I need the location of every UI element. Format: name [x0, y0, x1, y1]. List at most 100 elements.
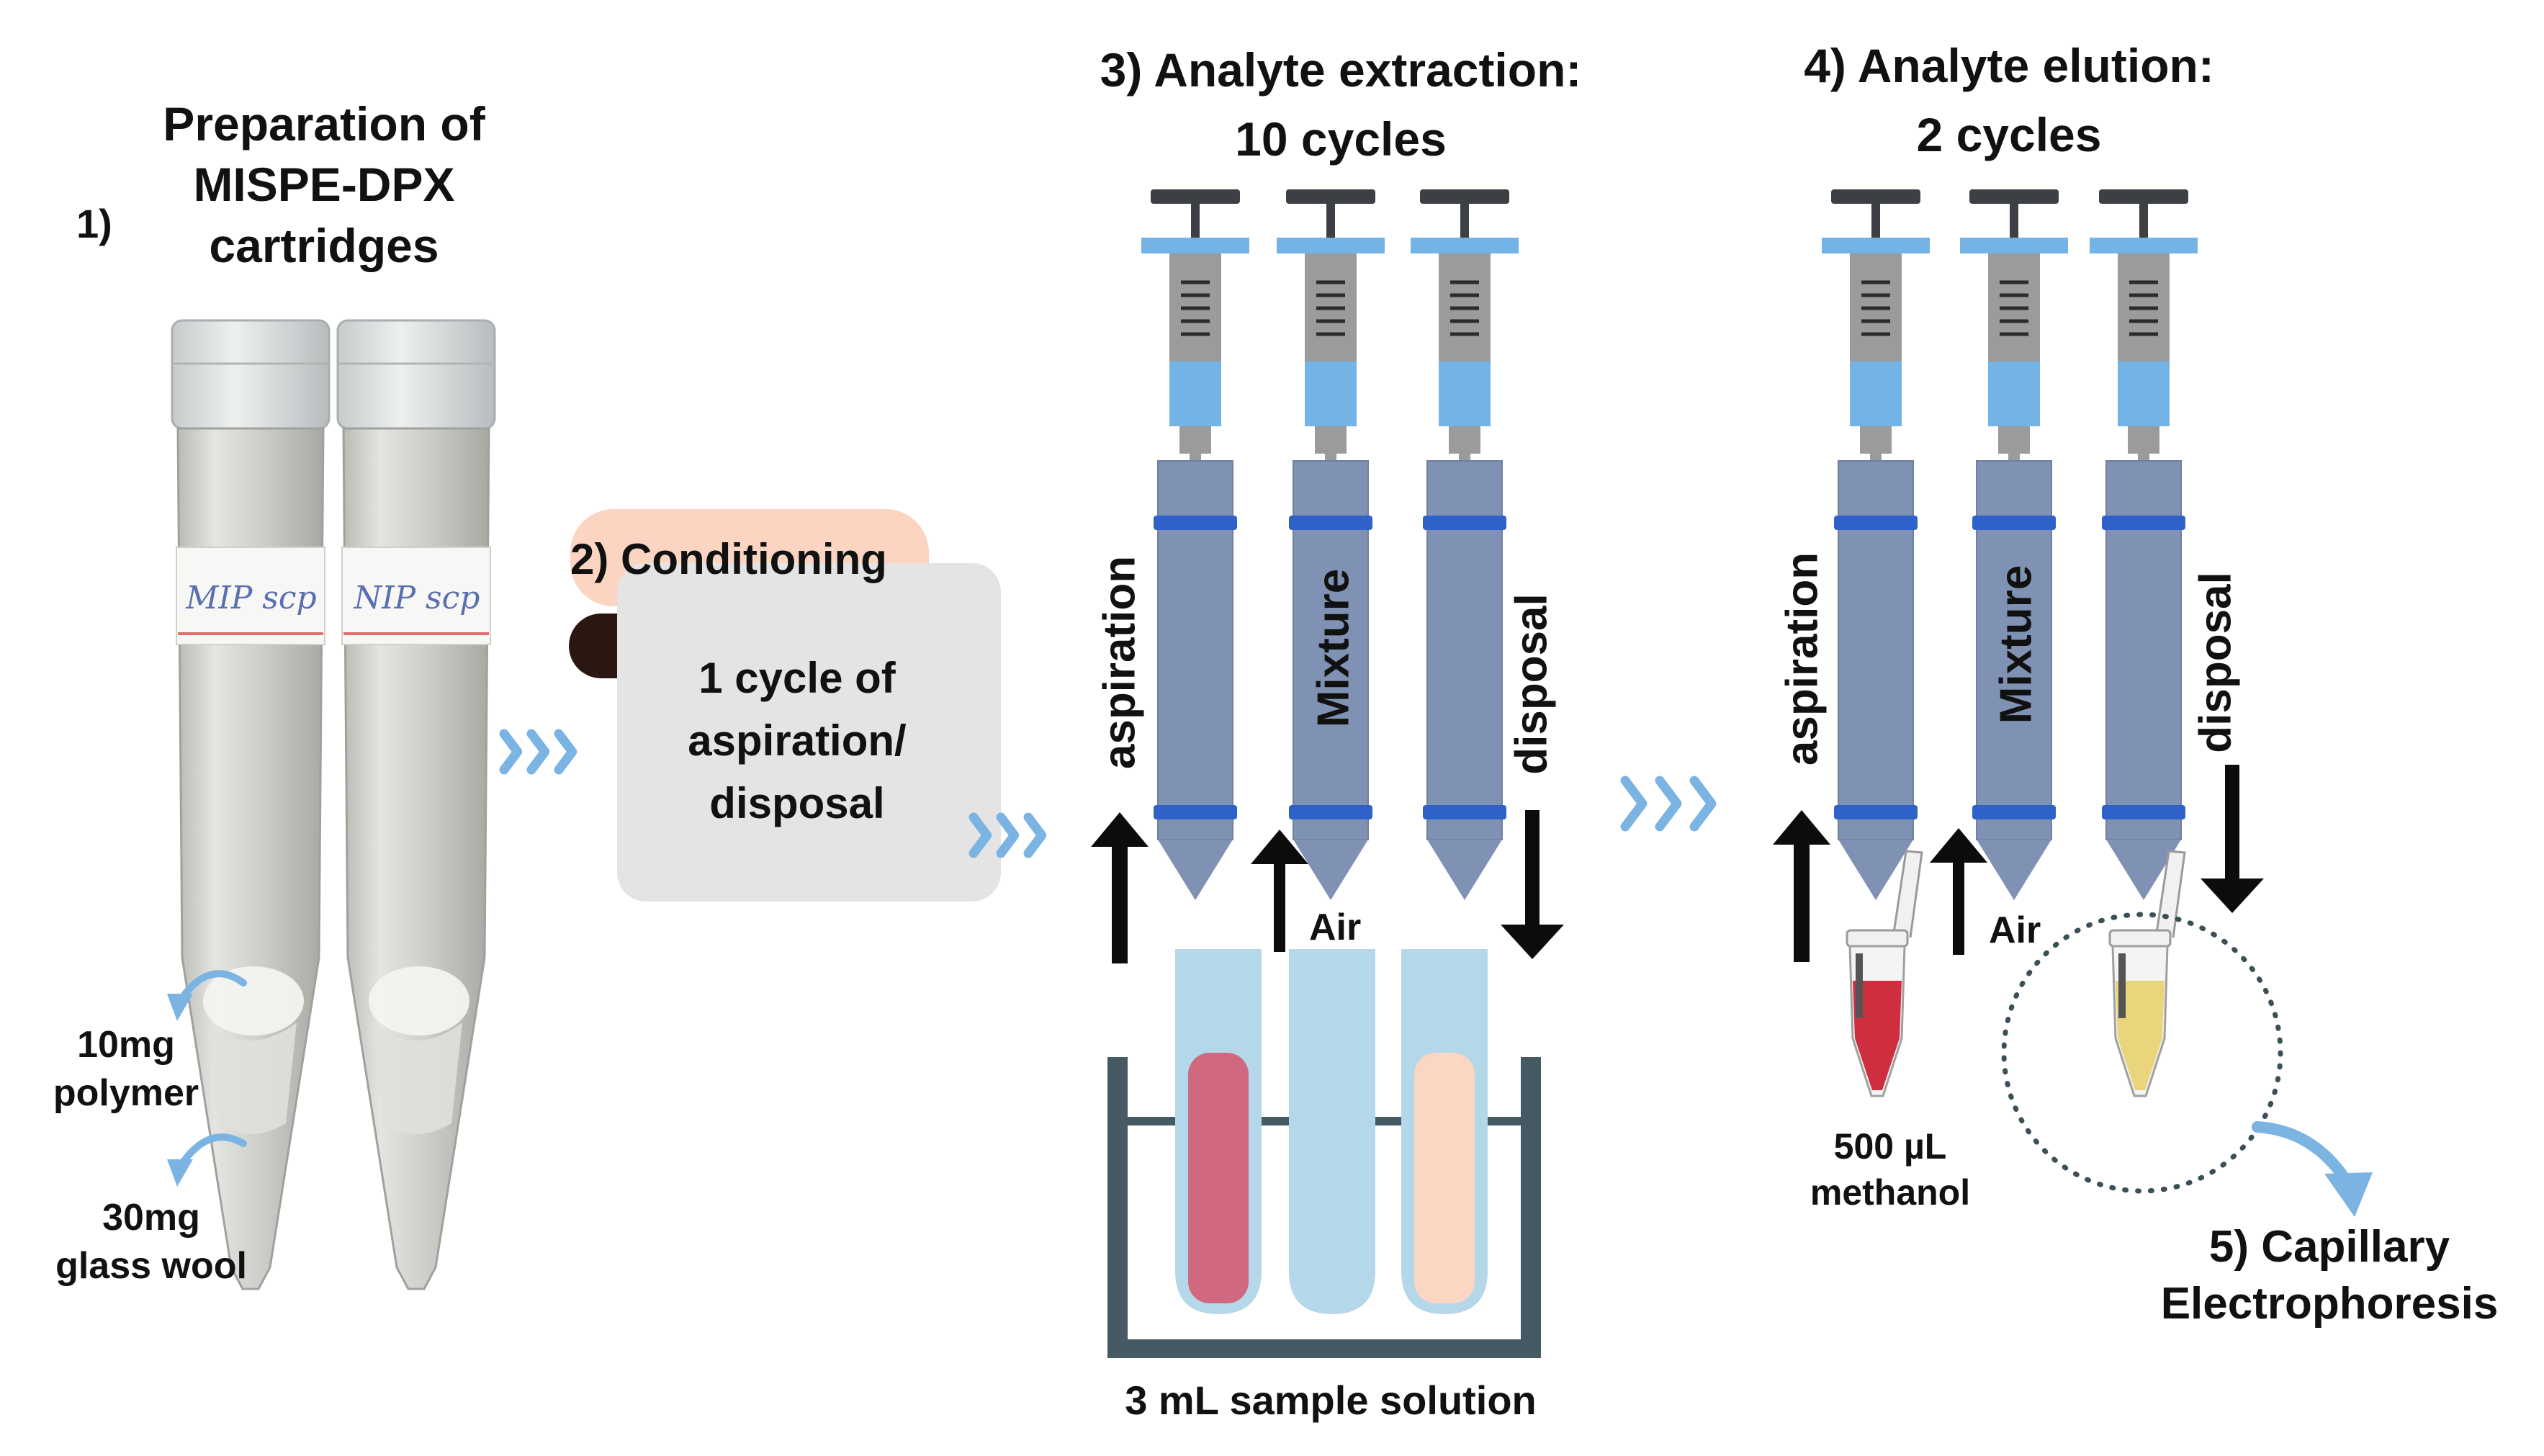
chevron-mark: [1023, 812, 1047, 858]
extraction-syringe-2: [1277, 189, 1385, 900]
syringe-plunger-rod: [1191, 204, 1200, 240]
arrow-shaft: [1112, 841, 1128, 963]
syringe-hub: [1449, 426, 1480, 454]
syringe-flange: [1822, 238, 1930, 253]
dpx-upper-band: [1423, 516, 1506, 530]
chevrons-step1-to-step2: [499, 729, 577, 775]
dpx-lower-band: [1972, 805, 2056, 819]
vial-liquid: [1853, 981, 1902, 1090]
elution-mixture-label: Mixture: [1991, 565, 2041, 724]
chevrons-step2-to-step3: [968, 812, 1047, 858]
elution-syringe-1: [1822, 189, 1930, 900]
syringe-hub: [1179, 426, 1211, 454]
syringe-plunger-head: [1286, 189, 1375, 204]
syringe-flange: [1960, 238, 2068, 253]
syringe-liquid: [2118, 361, 2170, 426]
rack-base: [1107, 1339, 1541, 1358]
syringe-plunger-rod: [1871, 204, 1880, 240]
rack-right-post: [1521, 1057, 1541, 1357]
syringe-hub: [1998, 426, 2030, 454]
curve-arrow-head: [167, 994, 193, 1021]
cartridge-cap: [336, 319, 496, 430]
sample-tube-2: [1289, 949, 1375, 1314]
rack-left-post: [1107, 1057, 1128, 1357]
syringe-plunger-rod: [2010, 204, 2018, 240]
cartridge-handwritten-label: MIP scp: [185, 580, 316, 616]
dpx-upper-band: [1834, 516, 1918, 530]
extraction-syringe-3: [1411, 189, 1519, 900]
sample-tube-glass: [1289, 949, 1375, 1314]
syringe-plunger-head: [1831, 189, 1920, 204]
dpx-tip-point: [1977, 840, 2051, 900]
cartridge-cap: [171, 319, 331, 430]
rack-crossbar-front: [1107, 1117, 1175, 1125]
sample-tube-3: [1401, 949, 1488, 1314]
extraction-mixture-label: Mixture: [1308, 568, 1359, 728]
polymer-label: 10mg polymer: [53, 1024, 199, 1114]
dpx-upper-band: [1289, 516, 1372, 530]
syringe-liquid: [1169, 361, 1221, 426]
eluate-vial: [2108, 850, 2186, 1097]
chevron-mark: [1655, 776, 1682, 832]
sample-tube-liquid: [1188, 1053, 1249, 1303]
chevron-mark: [996, 812, 1020, 858]
elution-syringe-3: [2090, 189, 2198, 900]
arrow-shaft: [1274, 858, 1285, 952]
methanol-vial: [1846, 850, 1923, 1097]
dpx-lower-band: [1289, 805, 1372, 819]
syringe-hub: [1315, 426, 1347, 454]
arrow-shaft: [1525, 810, 1540, 930]
syringe-flange: [2090, 238, 2198, 253]
arrow-head: [2201, 878, 2264, 913]
chevron-mark: [554, 729, 577, 775]
methanol-label: 500 µL methanol: [1810, 1126, 1971, 1213]
syringe-liquid: [1439, 361, 1491, 426]
elution-aspiration-label: aspiration: [1777, 552, 1828, 766]
cartridge-paper-label: [341, 547, 491, 645]
syringe-flange: [1411, 238, 1519, 253]
conditioning-title: 2) Conditioning: [570, 535, 887, 583]
dpx-upper-band: [1972, 516, 2056, 530]
syringe-liquid: [1850, 361, 1902, 426]
step1-title: Preparation of MISPE-DPX cartridges: [163, 97, 485, 272]
extraction-title: 3) Analyte extraction: 10 cycles: [1100, 43, 1582, 166]
syringe-plunger-head: [2099, 189, 2188, 204]
sample-solution-label: 3 mL sample solution: [1125, 1378, 1537, 1423]
syringe-plunger-rod: [2139, 204, 2148, 240]
dpx-upper-band: [2102, 516, 2185, 530]
polymer-plug: [203, 966, 304, 1035]
glass-wool-pointer-arrow: [167, 1133, 247, 1187]
polymer-plug: [369, 966, 469, 1035]
vial-rim: [1846, 929, 1909, 948]
extraction-disposal-arrow: [1501, 810, 1564, 959]
syringe-liquid: [1988, 361, 2040, 426]
arrow-shaft: [1953, 857, 1964, 955]
chevron-mark: [968, 812, 992, 858]
capillary-electrophoresis-label: 5) Capillary Electrophoresis: [2160, 1222, 2499, 1329]
dpx-lower-band: [1834, 805, 1918, 819]
conditioning-box: [569, 509, 1001, 902]
curve-arrow-line: [176, 1133, 247, 1170]
elution-air-label: Air: [1989, 909, 2041, 951]
vial-barcode: [2118, 953, 2126, 1018]
extraction-aspiration-arrow: [1091, 812, 1149, 963]
curve-arrow-line: [176, 970, 247, 1005]
vial-barcode: [1856, 953, 1863, 1018]
syringe-liquid: [1305, 361, 1357, 426]
dpx-tip-point: [2106, 840, 2181, 900]
chevron-mark: [1689, 776, 1717, 832]
extraction-air-label: Air: [1309, 907, 1362, 948]
conditioning-body: 1 cycle of aspiration/ disposal: [688, 654, 907, 827]
dpx-lower-band: [1154, 805, 1237, 819]
sample-tube-1: [1175, 949, 1262, 1314]
dpx-tip-point: [1427, 840, 1502, 900]
syringe-plunger-rod: [1326, 204, 1335, 240]
syringe-hub: [2128, 426, 2159, 454]
arrow-head: [1930, 828, 1987, 863]
arrow-shaft: [2225, 765, 2239, 884]
arrow-head: [1251, 830, 1308, 864]
chevron-mark: [526, 729, 550, 775]
dotted-circle: [2001, 912, 2283, 1194]
extraction-disposal-label: disposal: [1506, 593, 1557, 775]
